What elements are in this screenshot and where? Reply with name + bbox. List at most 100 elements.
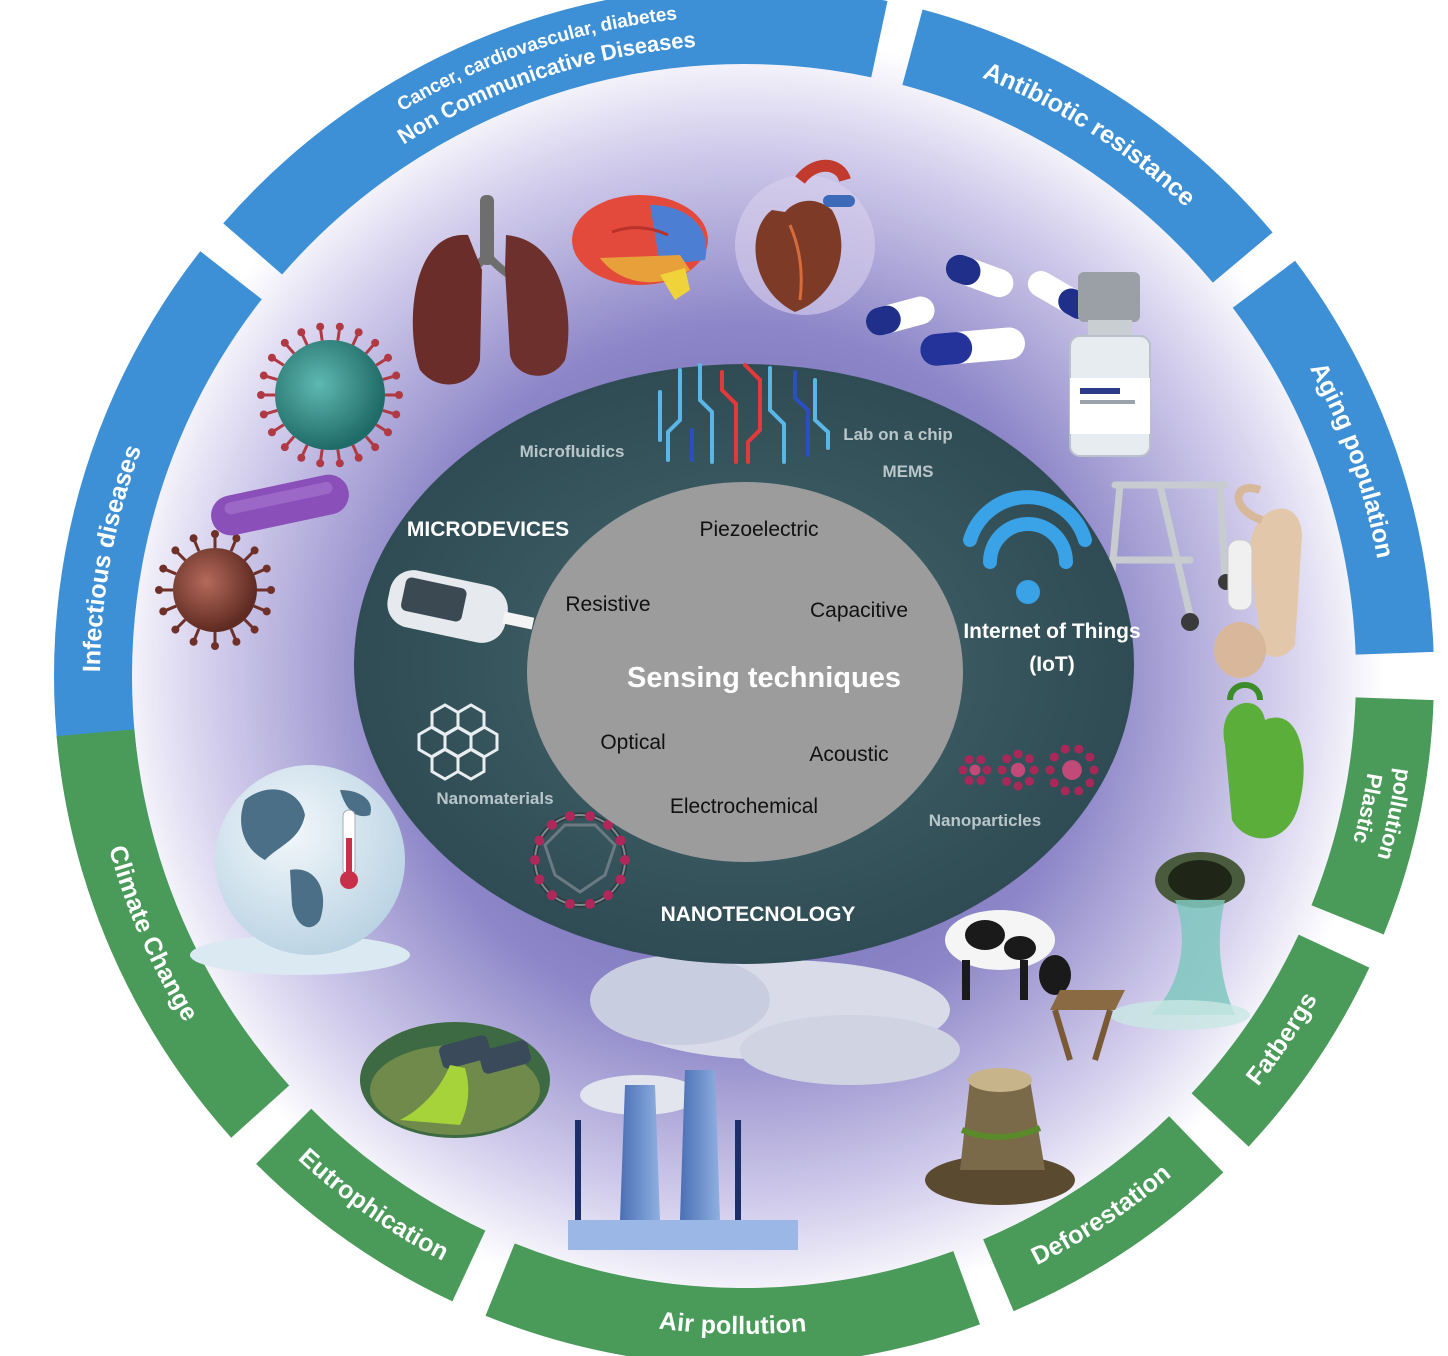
fullerene-atom — [603, 890, 614, 901]
technique-piezoelectric: Piezoelectric — [699, 518, 818, 541]
virus-spike-tip — [316, 322, 325, 331]
walker-wheel — [1181, 613, 1199, 631]
virus-spikes — [155, 322, 403, 650]
graphene-icon — [417, 703, 499, 781]
fullerene-atoms — [530, 811, 630, 909]
pipe-outfall-icon — [360, 1022, 550, 1138]
label-microfluidics: Microfluidics — [520, 442, 625, 461]
virus-spike-tip — [171, 546, 180, 555]
virus-spike-tip — [392, 410, 401, 419]
lungs-icon — [412, 195, 569, 385]
virus-spike-tip — [267, 353, 276, 362]
virus-spike-tip — [384, 428, 393, 437]
virus-spike-tip — [354, 453, 363, 462]
fullerene-atom — [603, 819, 614, 830]
virus-spike-tip — [384, 353, 393, 362]
virus-spike-tip — [171, 625, 180, 634]
plastic-bag-icon — [1223, 682, 1304, 839]
nanoparticle — [997, 765, 1007, 775]
virus-spike-tip — [280, 443, 289, 452]
label-mems: MEMS — [883, 462, 934, 481]
virus-spike-tip — [335, 322, 344, 331]
bacterium-icon — [211, 474, 349, 536]
nanoparticle — [1045, 765, 1055, 775]
virus-spike-tip — [297, 453, 306, 462]
medicine-vial-icon — [1069, 272, 1151, 457]
nanoparticle — [1002, 754, 1012, 764]
technique-optical: Optical — [600, 731, 665, 754]
virus-spike-tip — [280, 338, 289, 347]
label-sensing-techniques: Sensing techniques — [627, 662, 901, 694]
fullerene-atom — [530, 855, 540, 865]
nanoparticle — [976, 755, 986, 765]
technique-capacitive: Capacitive — [810, 599, 908, 622]
virus-spike-tip — [371, 443, 380, 452]
virus-spike-tip — [232, 637, 241, 646]
virus-spike-tip — [259, 410, 268, 419]
capsule-pills-icon — [865, 254, 1093, 366]
virus-spike-tip — [155, 586, 163, 594]
label-nanoparticles: Nanoparticles — [929, 811, 1041, 830]
virus-spike-tip — [392, 371, 401, 380]
nanoparticle — [1060, 786, 1070, 796]
label-nanomaterials: Nanomaterials — [436, 789, 553, 808]
wifi-icon — [963, 490, 1092, 604]
nanoparticle — [982, 765, 992, 775]
nanoparticle — [1013, 781, 1023, 791]
fullerene-atom — [534, 835, 545, 846]
nanoparticle — [964, 755, 974, 765]
nanoparticle — [1002, 776, 1012, 786]
segment-fatbergs — [1191, 934, 1370, 1147]
fullerene-atom — [546, 890, 557, 901]
nanoparticle — [1049, 752, 1059, 762]
sewer-pipe-icon — [1110, 852, 1250, 1030]
nanoparticle — [964, 775, 974, 785]
segment-label-air: Air pollution — [658, 1306, 808, 1339]
label-lab-on-chip: Lab on a chip — [843, 425, 953, 444]
fullerene-atom — [615, 874, 626, 885]
label-iot-line2: (IoT) — [1029, 653, 1074, 676]
cow-icon — [945, 910, 1125, 1061]
virus-spike-tip — [189, 637, 198, 646]
virus-spike-tip — [159, 564, 168, 573]
nanoparticle — [1074, 786, 1084, 796]
fullerene-atom — [585, 898, 596, 909]
virus-spike-tip — [262, 564, 271, 573]
virus-spike-tip — [250, 546, 259, 555]
nanoparticle — [1024, 776, 1034, 786]
nanoparticle — [1010, 762, 1026, 778]
nanoparticle — [1060, 744, 1070, 754]
technique-resistive: Resistive — [565, 593, 650, 616]
segment-eutrophication — [256, 1108, 486, 1302]
nanoparticles-icon — [958, 744, 1099, 796]
nanoparticle — [1024, 754, 1034, 764]
virus-spike-tip — [371, 338, 380, 347]
label-nanotechnology: NANOTECNOLOGY — [661, 903, 856, 926]
segment-infectious — [54, 251, 262, 878]
virus-spike-tip — [211, 530, 219, 538]
graphene-hexagon — [456, 747, 486, 781]
virus-spike-tip — [335, 459, 344, 468]
segment-air — [485, 1243, 980, 1356]
factory-icon — [568, 955, 960, 1250]
segment-deforestation — [983, 1116, 1224, 1312]
nanoparticle — [1013, 749, 1023, 759]
fullerene-atom — [534, 874, 545, 885]
segment-antibiotic — [902, 9, 1273, 283]
virus-spike-tip — [211, 642, 219, 650]
glucometer-icon — [387, 570, 535, 643]
fullerene-atom — [546, 819, 557, 830]
fullerene-atom — [585, 811, 596, 822]
circuit-chip-icon — [658, 363, 830, 464]
label-iot-line1: Internet of Things — [963, 620, 1140, 643]
fullerene-atom — [620, 855, 630, 865]
technique-acoustic: Acoustic — [809, 743, 888, 766]
nanoparticle — [1049, 778, 1059, 788]
virus-spike-tip — [259, 371, 268, 380]
hearing-aid-icon — [1214, 484, 1302, 678]
virus-spike-tip — [316, 459, 325, 468]
nanoparticle — [1089, 765, 1099, 775]
nanoparticle — [1074, 744, 1084, 754]
virus-spike-tip — [250, 625, 259, 634]
